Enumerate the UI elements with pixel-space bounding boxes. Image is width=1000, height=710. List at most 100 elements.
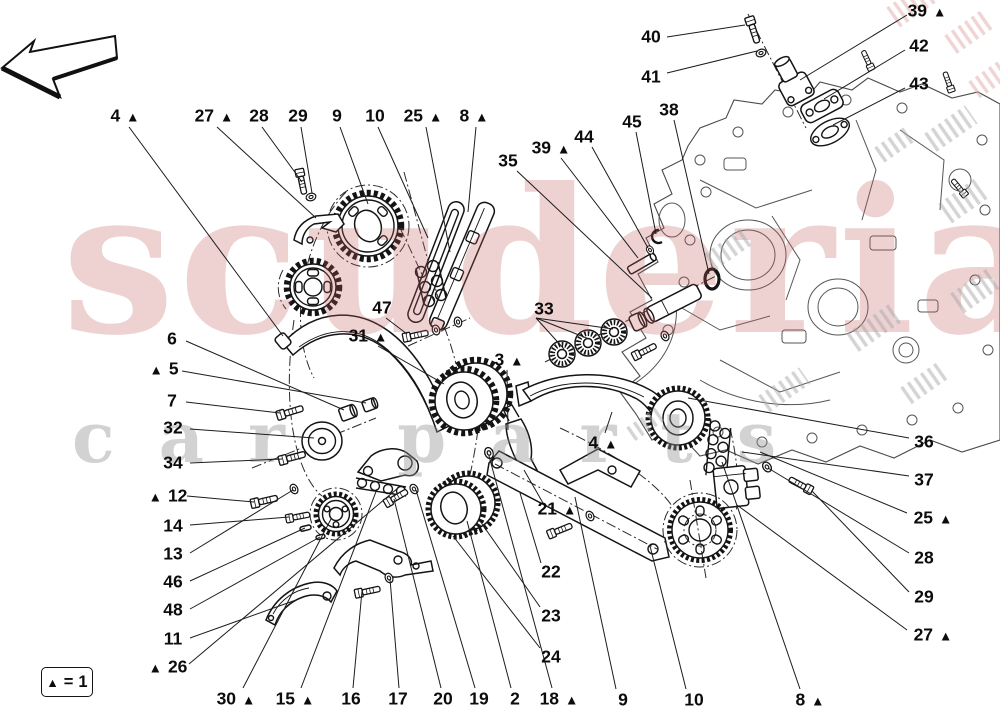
callout-25: 25▲ — [914, 509, 953, 527]
retaining-clip — [650, 228, 663, 245]
callout-8: 8▲ — [795, 691, 824, 709]
callout-44: 44 — [574, 128, 593, 146]
chain-pad-bracket — [293, 213, 345, 246]
hydraulic-tensioner-assembly — [743, 14, 850, 147]
part-number: 45 — [622, 111, 642, 132]
quantity-triangle-icon: ▲ — [148, 660, 162, 676]
callout-10: 10 — [365, 107, 384, 125]
part-number: 26 — [167, 656, 188, 677]
part-number: 2 — [510, 688, 520, 709]
quantity-triangle-icon: ▲ — [374, 329, 388, 345]
callout-24: 24 — [541, 648, 560, 666]
chain-section-right — [703, 419, 732, 476]
callout-16: 16 — [341, 690, 360, 708]
part-number: 9 — [618, 689, 628, 710]
part-number: 9 — [332, 105, 342, 126]
timing-mechanism-drawing — [249, 14, 850, 627]
part-number: 42 — [909, 35, 929, 56]
drive-sprocket-lower — [425, 470, 501, 540]
part-number: 39 — [531, 137, 552, 158]
part-number: 25 — [403, 105, 424, 126]
part-number: 41 — [641, 66, 661, 87]
callout-18: 18 ▲ — [540, 690, 579, 708]
part-number: 16 — [341, 688, 361, 709]
small-sprocket — [309, 487, 363, 541]
mounting-bracket — [486, 448, 670, 562]
quantity-triangle-icon: ▲ — [933, 4, 947, 20]
part-number: 37 — [914, 469, 934, 490]
callout-29: 29 — [914, 588, 933, 606]
part-number: 12 — [167, 485, 188, 506]
part-number: 13 — [163, 543, 183, 564]
callout-29: 29 — [288, 107, 307, 125]
callout-14: 14 — [163, 517, 182, 535]
part-number: 31 — [348, 325, 369, 346]
part-number: 4 — [110, 105, 121, 126]
quantity-triangle-icon: ▲ — [242, 692, 256, 708]
callout-42: 42 — [909, 37, 928, 55]
part-number: 20 — [433, 688, 453, 709]
direction-arrow-icon — [0, 34, 119, 100]
part-number: 3 — [494, 349, 505, 370]
watermark-subtext: car parts — [72, 396, 820, 479]
part-number: 10 — [684, 689, 704, 710]
part-number: 34 — [163, 452, 183, 473]
part-number: 47 — [372, 297, 392, 318]
part-number: 19 — [469, 688, 489, 709]
quantity-triangle-icon: ▲ — [149, 362, 163, 378]
callout-8: 8▲ — [459, 107, 488, 125]
callout-9: 9 — [332, 107, 342, 125]
part-number: 33 — [534, 298, 554, 319]
part-number: 35 — [498, 150, 518, 171]
part-number: 14 — [163, 515, 183, 536]
quantity-triangle-icon: ▲ — [557, 141, 571, 157]
chain-section-upper — [414, 259, 448, 308]
quantity-triangle-icon: ▲ — [475, 109, 489, 125]
legend-value: 1 — [78, 672, 88, 691]
callout-5: ▲5 — [149, 360, 178, 378]
part-number: 48 — [163, 599, 183, 620]
part-number: 30 — [216, 688, 237, 709]
part-number: 27 — [913, 624, 934, 645]
callout-17: 17 — [388, 690, 407, 708]
callout-20: 20 — [433, 690, 452, 708]
callout-38: 38 — [659, 101, 678, 119]
callout-48: 48 — [163, 601, 182, 619]
part-number: 36 — [914, 431, 934, 452]
part-number: 8 — [795, 689, 806, 710]
callout-41: 41 — [641, 68, 660, 86]
callout-45: 45 — [622, 113, 641, 131]
quantity-triangle-icon: ▲ — [939, 628, 953, 644]
idler-pulley — [301, 421, 343, 461]
quantity-triangle-icon: ▲ — [604, 436, 618, 452]
part-number: 22 — [541, 561, 561, 582]
part-number: 8 — [459, 105, 470, 126]
quantity-triangle-icon: ▲ — [811, 693, 825, 709]
callout-22: 22 — [541, 563, 560, 581]
drive-sprocket-upper — [428, 356, 514, 437]
quantity-triangle-icon: ▲ — [148, 489, 162, 505]
part-number: 38 — [659, 99, 679, 120]
part-number: 29 — [914, 586, 934, 607]
quantity-triangle-icon: ▲ — [939, 511, 953, 527]
callout-31: 31 ▲ — [349, 327, 388, 345]
callout-25: 25▲ — [404, 107, 443, 125]
part-number: 44 — [574, 126, 594, 147]
part-number: 40 — [641, 26, 661, 47]
part-number: 10 — [365, 105, 385, 126]
callout-39: 39 ▲ — [908, 2, 947, 20]
part-number: 15 — [275, 688, 296, 709]
part-number: 4 — [588, 432, 599, 453]
quantity-triangle-icon: ▲ — [565, 692, 579, 708]
part-number: 18 — [539, 688, 560, 709]
callout-26: ▲ 26 — [149, 658, 188, 676]
watermark-hatch-pattern — [626, 0, 1000, 442]
part-number: 39 — [907, 0, 928, 21]
part-number: 5 — [168, 358, 179, 379]
part-number: 43 — [909, 73, 929, 94]
part-number: 21 — [537, 498, 558, 519]
quantity-triangle-icon: ▲ — [301, 692, 315, 708]
quantity-triangle-icon: ▲ — [220, 109, 234, 125]
callout-46: 46 — [163, 573, 182, 591]
